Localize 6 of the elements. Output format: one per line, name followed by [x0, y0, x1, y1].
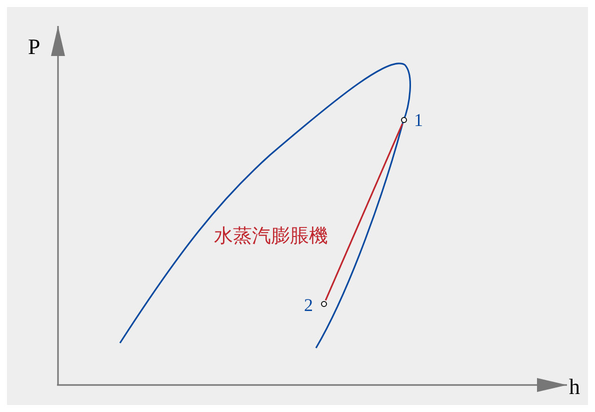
y-axis-label: P [28, 36, 40, 58]
edge-label: 水蒸汽膨脹機 [214, 227, 328, 246]
point-label: 2 [304, 296, 313, 314]
point-label: 1 [414, 111, 423, 129]
process-line [324, 123, 404, 301]
x-axis-label: h [569, 376, 580, 398]
